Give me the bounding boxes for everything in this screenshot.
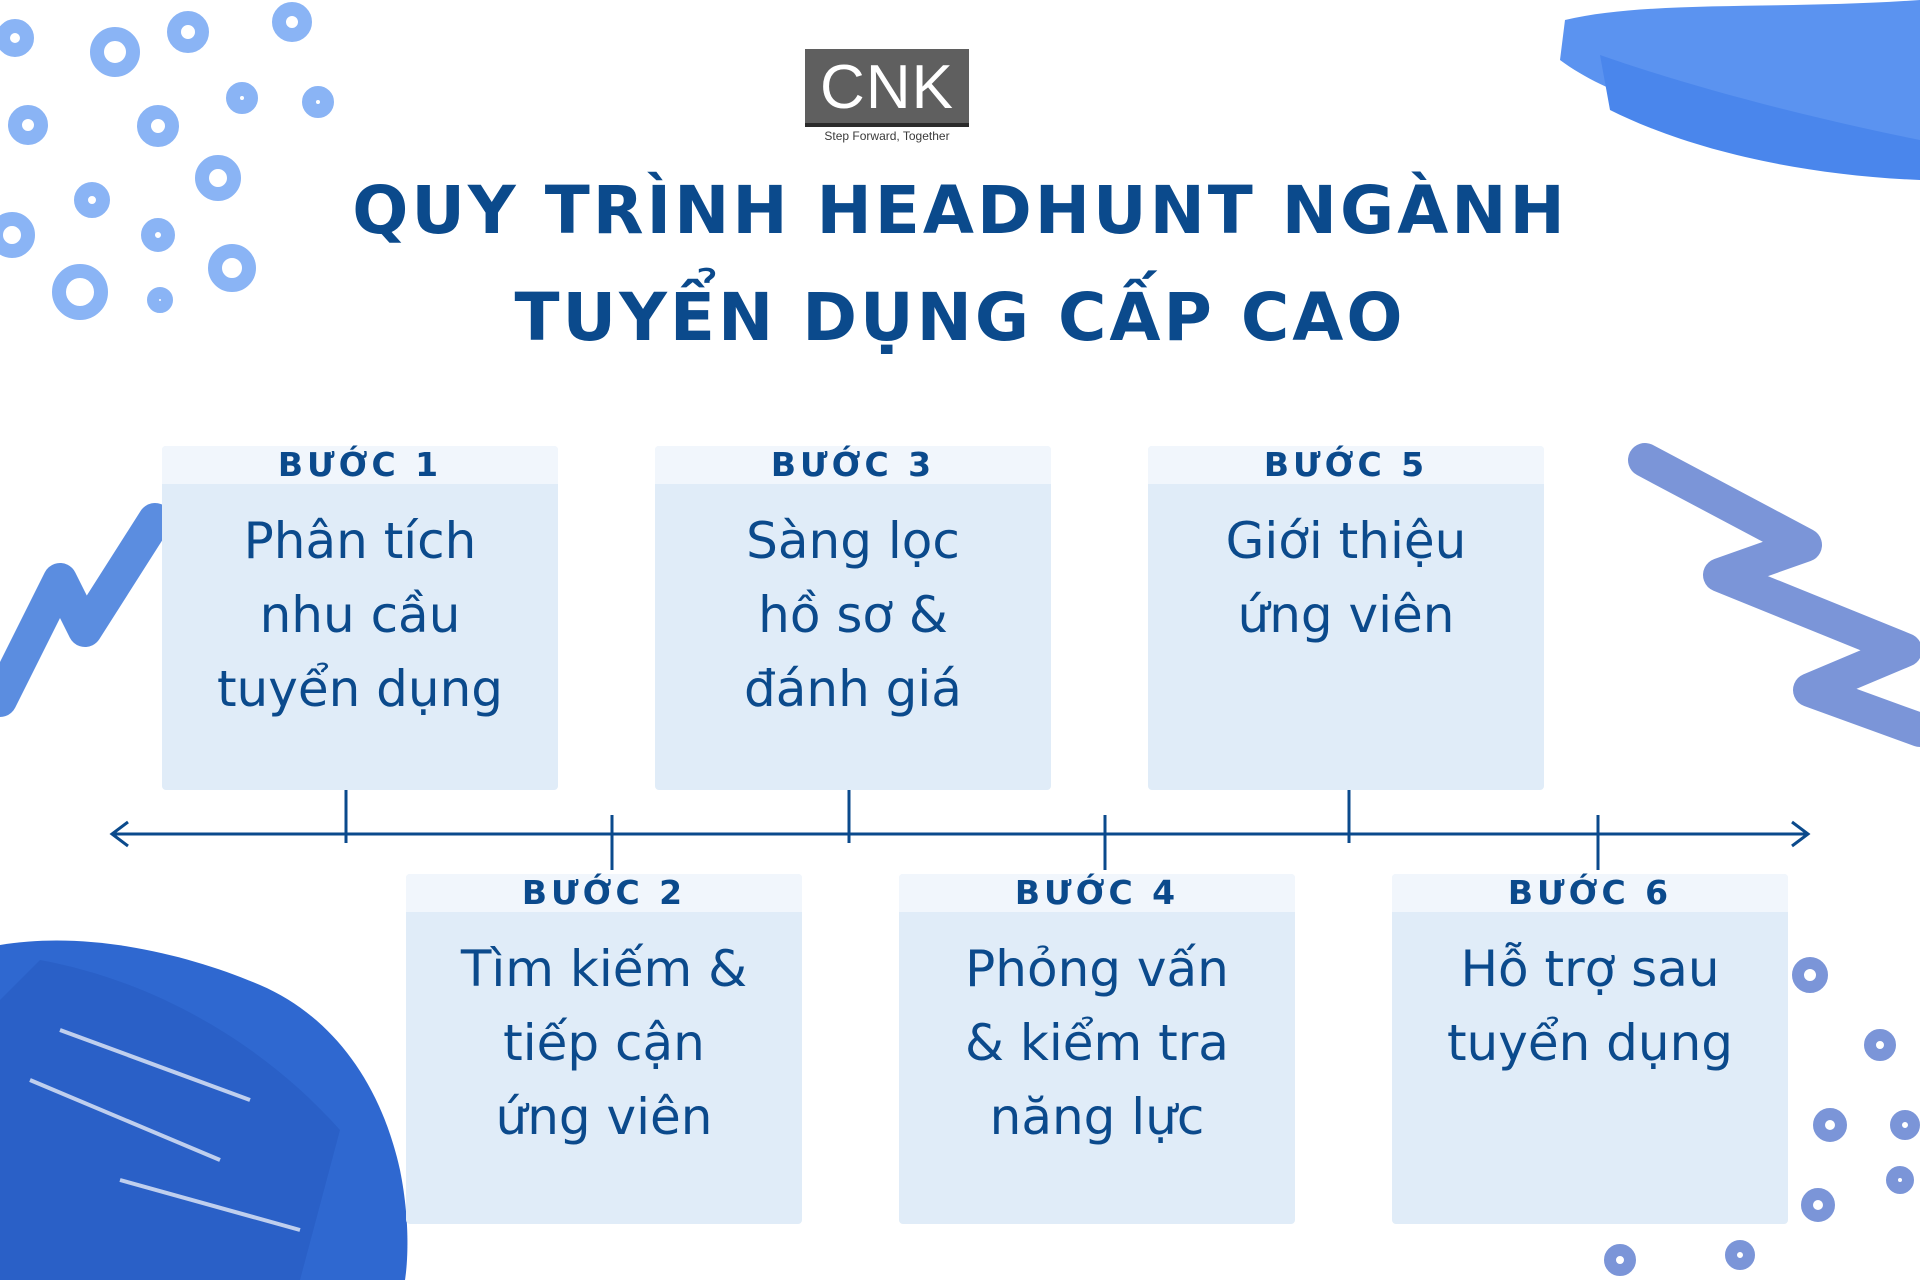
step-description: Giới thiệu ứng viên [1148, 504, 1544, 652]
step-card-2: BƯỚC 2 Tìm kiếm & tiếp cận ứng viên [406, 874, 802, 1224]
step-label: BƯỚC 5 [1148, 446, 1544, 484]
step-label: BƯỚC 1 [162, 446, 558, 484]
step-description: Sàng lọc hồ sơ & đánh giá [655, 504, 1051, 726]
brush-bottom-left [0, 940, 408, 1280]
page-title-line1: QUY TRÌNH HEADHUNT NGÀNH [352, 172, 1568, 249]
cnk-logo: CNK Step Forward, Together [805, 49, 969, 144]
zigzag-left [0, 503, 172, 717]
step-text-line: năng lực [989, 1088, 1205, 1146]
brush-top-right [1560, 0, 1920, 180]
step-text-line: ứng viên [495, 1088, 713, 1146]
step-card-4: BƯỚC 4 Phỏng vấn & kiểm tra năng lực [899, 874, 1295, 1224]
step-text-line: tiếp cận [503, 1014, 705, 1072]
step-text-line: hồ sơ & [758, 586, 948, 644]
step-text-line: đánh giá [744, 660, 962, 718]
step-text-line: ứng viên [1237, 586, 1455, 644]
step-description: Tìm kiếm & tiếp cận ứng viên [406, 932, 802, 1154]
step-text-line: tuyển dụng [216, 660, 504, 718]
step-text-line: nhu cầu [259, 586, 461, 644]
step-label: BƯỚC 6 [1392, 874, 1788, 912]
step-text-line: Hỗ trợ sau [1460, 940, 1720, 998]
brush-bottom-left-streaks [29, 1028, 301, 1232]
zigzag-right [1628, 443, 1920, 747]
step-card-1: BƯỚC 1 Phân tích nhu cầu tuyển dụng [162, 446, 558, 790]
step-text-line: tuyển dụng [1446, 1014, 1734, 1072]
step-text-line: Giới thiệu [1225, 512, 1467, 570]
page-title-line2: TUYỂN DỤNG CẤP CAO [514, 279, 1406, 356]
step-text-line: Phân tích [243, 512, 477, 570]
step-text-line: Phỏng vấn [965, 940, 1229, 998]
step-text-line: Sàng lọc [746, 512, 960, 570]
step-label: BƯỚC 3 [655, 446, 1051, 484]
dots-top-left [0, 2, 334, 320]
step-text-line: & kiểm tra [965, 1014, 1229, 1072]
step-description: Phỏng vấn & kiểm tra năng lực [899, 932, 1295, 1154]
logo-wordmark: CNK [805, 49, 969, 127]
step-card-6: BƯỚC 6 Hỗ trợ sau tuyển dụng [1392, 874, 1788, 1224]
step-label: BƯỚC 4 [899, 874, 1295, 912]
step-description: Hỗ trợ sau tuyển dụng [1392, 932, 1788, 1080]
dots-bottom-right [1604, 957, 1920, 1276]
step-text-line: Tìm kiếm & [460, 940, 748, 998]
step-card-5: BƯỚC 5 Giới thiệu ứng viên [1148, 446, 1544, 790]
logo-tagline: Step Forward, Together [824, 129, 950, 143]
step-label: BƯỚC 2 [406, 874, 802, 912]
step-card-3: BƯỚC 3 Sàng lọc hồ sơ & đánh giá [655, 446, 1051, 790]
step-description: Phân tích nhu cầu tuyển dụng [162, 504, 558, 726]
